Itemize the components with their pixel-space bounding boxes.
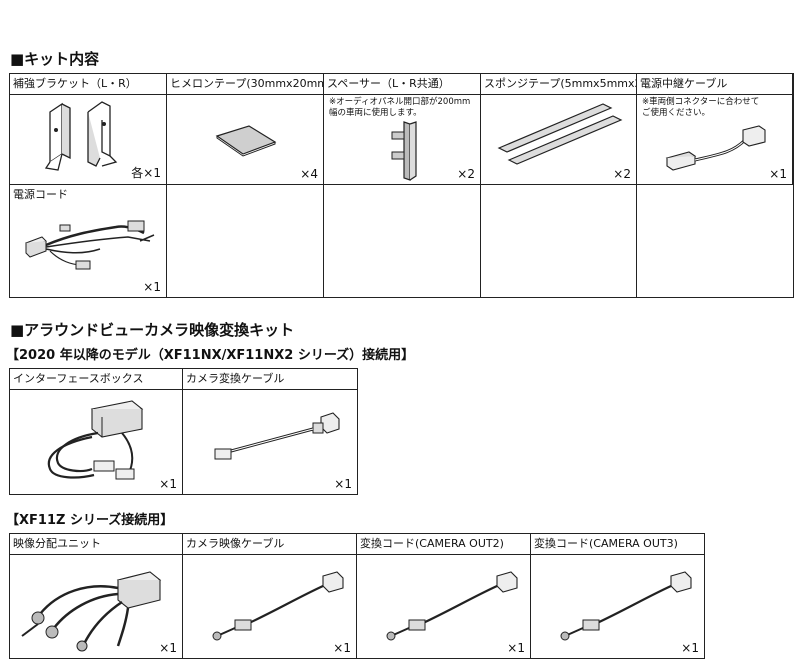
item-label: カメラ変換ケーブル xyxy=(183,369,357,390)
item-qty: ×1 xyxy=(333,641,351,655)
group2-title: 【XF11Z シリーズ接続用】 xyxy=(6,513,174,528)
item-label: 変換コード(CAMERA OUT2) xyxy=(357,534,530,555)
camera-kit-heading: ■アラウンドビューカメラ映像変換キット xyxy=(10,321,295,339)
item-label: スポンジテープ(5mmx5mmx210mm) xyxy=(481,74,636,95)
note-line: 幅の車両に使用します。 xyxy=(329,108,422,118)
item-note: ※車両側コネクターに合わせて ご使用ください。 xyxy=(642,97,759,119)
relay-cable-illustration xyxy=(665,125,766,171)
power-cord-illustration xyxy=(25,220,155,270)
item-qty: ×1 xyxy=(507,641,525,655)
item-label: スペーサー（L・R共通） xyxy=(324,74,480,95)
cell-interface-box: インターフェースボックス ×1 xyxy=(10,369,183,494)
kit-cell-empty xyxy=(481,185,637,297)
kit-cell-bracket: 補強ブラケット（L・R） 各×1 xyxy=(10,74,167,185)
video-cable-illustration xyxy=(212,571,344,641)
item-label: ヒメロンテープ(30mmx20mm) xyxy=(167,74,323,95)
item-qty: ×2 xyxy=(613,167,631,181)
item-qty: ×1 xyxy=(159,641,177,655)
camera-cable-illustration xyxy=(214,412,340,460)
item-label: 補強ブラケット（L・R） xyxy=(10,74,166,95)
group1-title: 【2020 年以降のモデル（XF11NX/XF11NX2 シリーズ）接続用】 xyxy=(6,348,415,363)
distribution-unit-illustration xyxy=(21,571,162,652)
item-qty: ×1 xyxy=(143,280,161,294)
kit-cell-empty xyxy=(637,185,793,297)
item-qty: 各×1 xyxy=(131,166,161,180)
kit-cell-power-cord: 電源コード ×1 xyxy=(10,185,167,297)
kit-cell-tape: ヒメロンテープ(30mmx20mm) ×4 xyxy=(167,74,324,185)
group2-table: 映像分配ユニット ×1 カメラ映像ケーブル ×1 変換コード(CAMERA OU… xyxy=(9,533,705,659)
note-line: ※オーディオパネル開口部が200mm xyxy=(329,97,471,107)
item-label: カメラ映像ケーブル xyxy=(183,534,356,555)
item-qty: ×2 xyxy=(457,167,475,181)
note-line: ※車両側コネクターに合わせて xyxy=(642,97,760,107)
item-qty: ×1 xyxy=(334,477,352,491)
group1-table: インターフェースボックス ×1 カメラ変換ケーブル ×1 xyxy=(9,368,358,495)
kit-cell-empty xyxy=(324,185,481,297)
item-label: インターフェースボックス xyxy=(10,369,182,390)
cell-camera-video-cable: カメラ映像ケーブル ×1 xyxy=(183,534,357,658)
note-line: ご使用ください。 xyxy=(642,108,711,118)
out2-cord-illustration xyxy=(386,571,518,641)
item-label: 映像分配ユニット xyxy=(10,534,182,555)
item-note: ※オーディオパネル開口部が200mm 幅の車両に使用します。 xyxy=(329,97,470,119)
interface-box-illustration xyxy=(47,400,144,480)
item-label: 電源コード xyxy=(13,188,68,201)
kit-cell-sponge: スポンジテープ(5mmx5mmx210mm) ×2 xyxy=(481,74,637,185)
bracket-illustration xyxy=(44,101,118,171)
item-qty: ×1 xyxy=(769,167,787,181)
tape-illustration xyxy=(215,125,277,157)
item-qty: ×1 xyxy=(159,477,177,491)
kit-table: 補強ブラケット（L・R） 各×1 ヒメロンテープ(30mmx20mm) ×4 ス… xyxy=(9,73,794,298)
kit-cell-spacer: スペーサー（L・R共通） ※オーディオパネル開口部が200mm 幅の車両に使用し… xyxy=(324,74,481,185)
cell-video-distribution-unit: 映像分配ユニット ×1 xyxy=(10,534,183,658)
kit-heading: ■キット内容 xyxy=(10,50,100,68)
cell-conversion-cord-out2: 変換コード(CAMERA OUT2) ×1 xyxy=(357,534,531,658)
kit-cell-relay-cable: 電源中継ケーブル ※車両側コネクターに合わせて ご使用ください。 ×1 xyxy=(637,74,793,185)
item-qty: ×4 xyxy=(300,167,318,181)
kit-cell-empty xyxy=(167,185,324,297)
out3-cord-illustration xyxy=(560,571,692,641)
spacer-illustration xyxy=(391,121,417,181)
sponge-illustration xyxy=(497,103,623,165)
item-label: 電源中継ケーブル xyxy=(637,74,792,95)
cell-camera-conversion-cable: カメラ変換ケーブル ×1 xyxy=(183,369,357,494)
cell-conversion-cord-out3: 変換コード(CAMERA OUT3) ×1 xyxy=(531,534,704,658)
item-label: 変換コード(CAMERA OUT3) xyxy=(531,534,704,555)
item-qty: ×1 xyxy=(681,641,699,655)
